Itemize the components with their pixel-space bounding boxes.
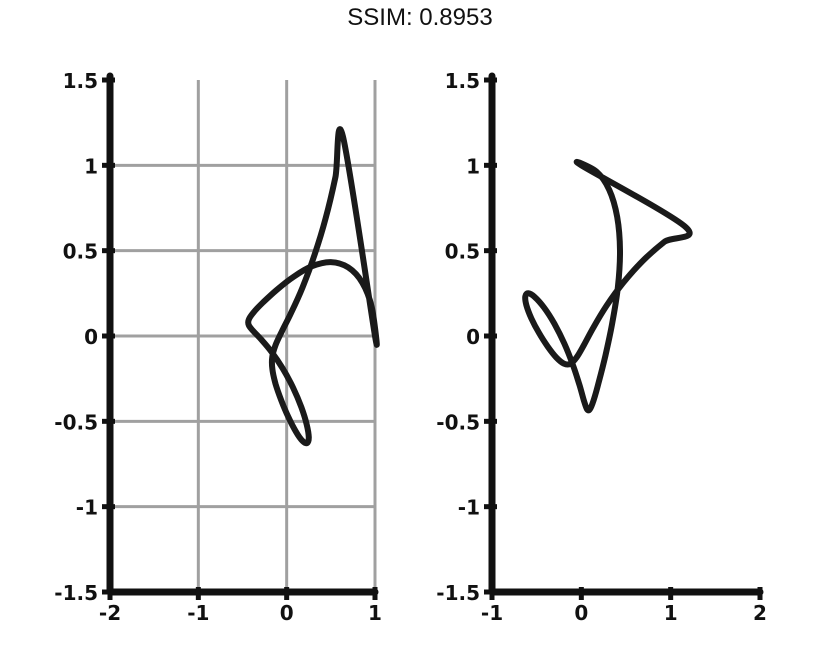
page-title: SSIM: 0.8953 [347,4,493,31]
y-tick-label: -1 [76,496,98,520]
y-tick-label: 1.5 [445,69,480,93]
y-tick-label: 0.5 [445,240,480,264]
y-tick-label: 0 [84,325,98,349]
x-tick-label: 0 [574,601,588,625]
y-tick-label: -0.5 [54,410,98,434]
left-plot: 1.5 1 0.5 0 -0.5 -1 -1.5-2 -1 0 1 [54,69,382,625]
y-tick-label: 0 [466,325,480,349]
y-tick-label: -1 [458,496,480,520]
y-tick-label: 1 [466,154,480,178]
x-tick-label: 2 [753,601,767,625]
y-tick-label: -1.5 [54,581,98,605]
y-tick-label: -0.5 [436,410,480,434]
x-tick-label: 1 [664,601,678,625]
x-tick-label: -2 [99,601,121,625]
x-tick-label: 1 [368,601,382,625]
y-tick-label: 1 [84,154,98,178]
y-tick-label: 0.5 [63,240,98,264]
x-tick-label: 0 [280,601,294,625]
y-tick-label: 1.5 [63,69,98,93]
x-tick-label: -1 [481,601,503,625]
y-tick-label: -1.5 [436,581,480,605]
x-tick-label: -1 [187,601,209,625]
series-line [245,126,380,447]
series-line [522,158,693,414]
